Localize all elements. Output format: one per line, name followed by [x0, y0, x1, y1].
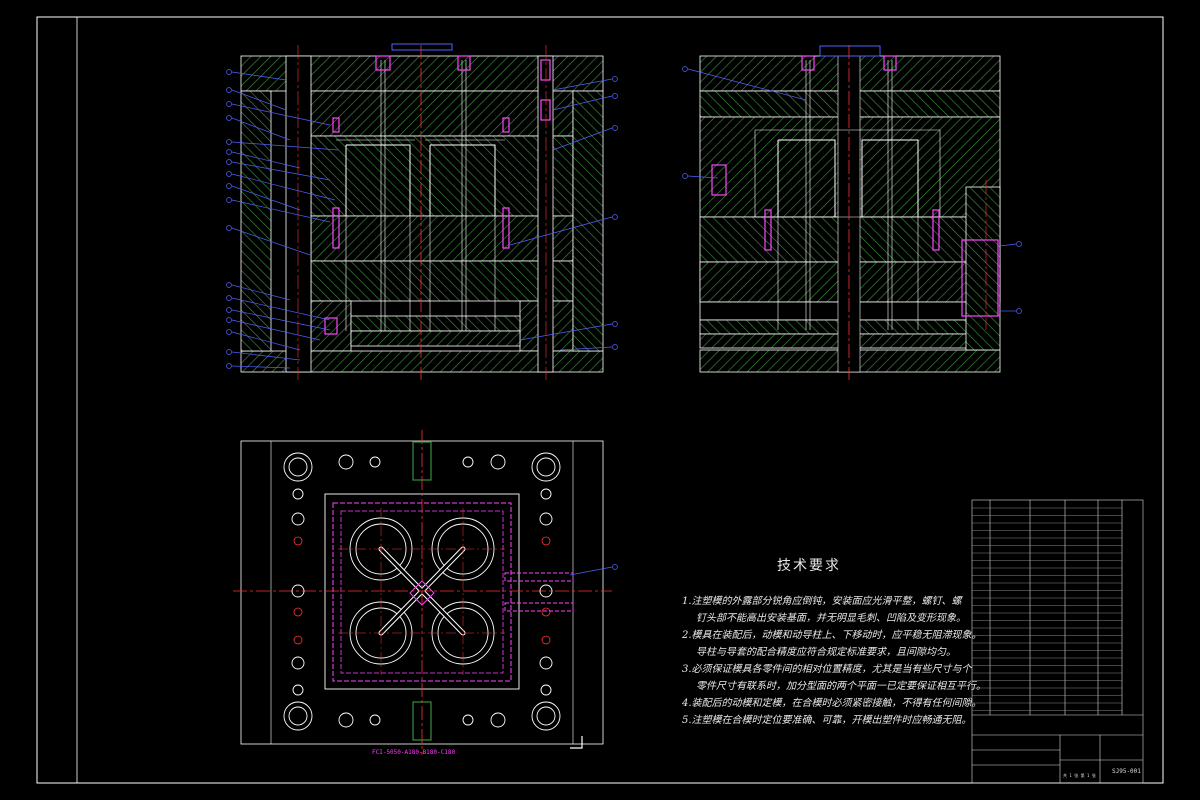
tech-requirements-title: 技术要求 — [777, 558, 841, 574]
requirement-line: 3.必须保证模具各零件间的相对位置精度，尤其是当有些尺寸与个 — [682, 664, 972, 675]
requirement-line: 零件尺寸有联系时，加分型面的两个平面一已定要保证相互平行。 — [696, 681, 986, 692]
mold-base-label: FCI-5050-A180-B180-C180 — [372, 749, 456, 756]
plan-view — [233, 430, 618, 755]
requirement-line: 导柱与导套的配合精度应符合规定标准要求，且间隙均匀。 — [696, 647, 956, 658]
requirement-line: 5.注塑模在合模时定位要准确、可靠，开模出塑件时应畅通无阻。 — [682, 715, 972, 726]
requirement-line: 钉头部不能高出安装基面，并无明显毛刺、凹陷及变形现象。 — [696, 613, 966, 624]
title-block-rows — [972, 507, 1122, 711]
requirement-line: 1.注塑模的外露部分锐角应倒钝，安装面应光滑平整，螺钉、螺 — [682, 596, 962, 607]
title-block — [971, 499, 1144, 784]
requirement-line: 4.装配后的动模和定模，在合模时必须紧密接触，不得有任何间隙。 — [682, 698, 982, 709]
inner-frame — [76, 16, 1164, 784]
requirement-line: 2.模具在装配后，动模和动导柱上、下移动时，应平稳无阻滞现象。 — [682, 630, 982, 641]
front-section-view — [226, 43, 618, 380]
side-section-view — [682, 45, 1022, 380]
drawing-number: SJ95-001 — [1112, 768, 1141, 775]
sheet-info: 共 1 张 第 1 张 — [1063, 773, 1096, 778]
